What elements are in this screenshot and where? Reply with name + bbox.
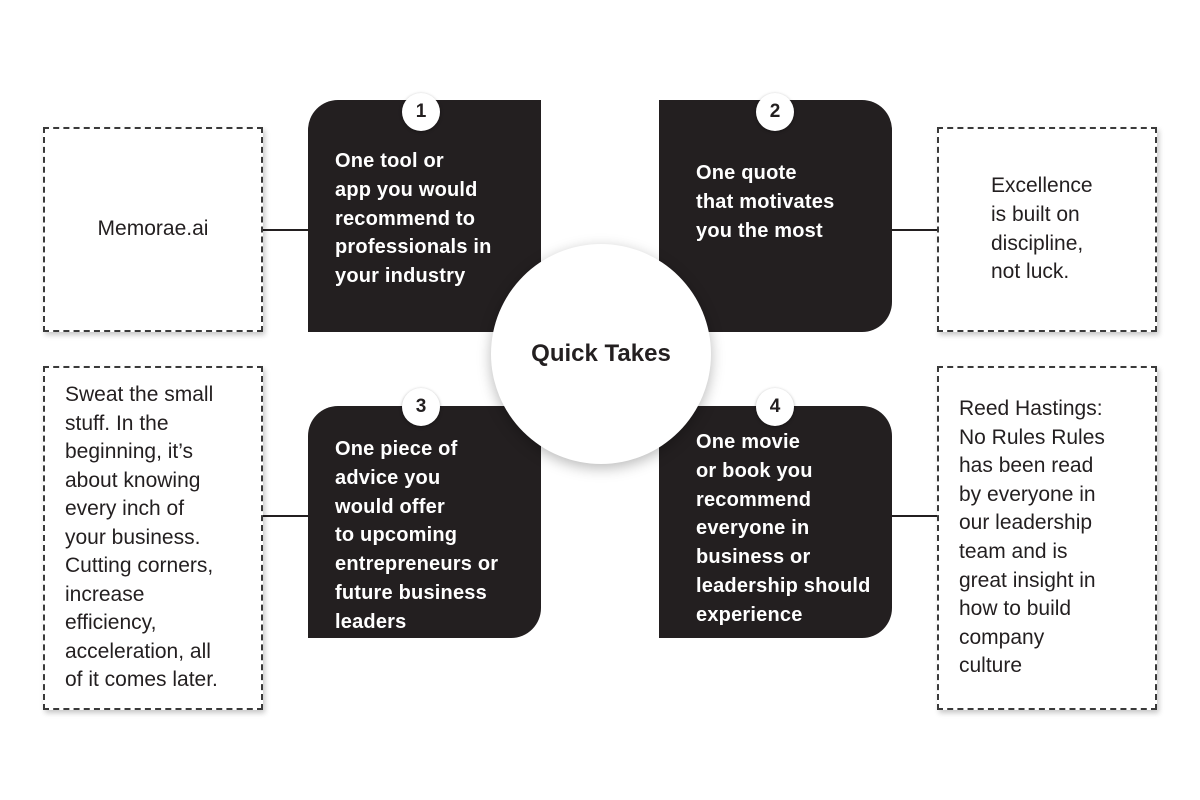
question-card-3: One piece of advice you would offer to u… <box>308 406 541 638</box>
answer-text-2: Excellence is built on discipline, not l… <box>991 174 1093 284</box>
center-title: Quick Takes <box>531 340 671 367</box>
number-badge-3: 3 <box>402 388 440 426</box>
question-card-4: One movie or book you recommend everyone… <box>659 406 892 638</box>
answer-box-4: Reed Hastings: No Rules Rules has been r… <box>937 366 1157 710</box>
answer-box-3: Sweat the small stuff. In the beginning,… <box>43 366 263 710</box>
question-text-3: One piece of advice you would offer to u… <box>335 438 499 633</box>
question-card-1: One tool or app you would recommend to p… <box>308 100 541 332</box>
answer-text-4: Reed Hastings: No Rules Rules has been r… <box>959 397 1105 678</box>
number-badge-4: 4 <box>756 388 794 426</box>
connector-1 <box>263 229 309 231</box>
question-card-2: One quote that motivates you the most <box>659 100 892 332</box>
number-badge-2: 2 <box>756 93 794 131</box>
connector-3 <box>263 515 309 517</box>
answer-box-1: Memorae.ai <box>43 127 263 332</box>
answer-text-3: Sweat the small stuff. In the beginning,… <box>65 382 218 692</box>
answer-text-1: Memorae.ai <box>97 217 209 241</box>
connector-4 <box>891 515 937 517</box>
center-circle: Quick Takes <box>491 244 711 464</box>
question-text-4: One movie or book you recommend everyone… <box>696 431 871 626</box>
connector-2 <box>891 229 937 231</box>
number-badge-1: 1 <box>402 93 440 131</box>
question-text-2: One quote that motivates you the most <box>696 162 835 242</box>
answer-box-2: Excellence is built on discipline, not l… <box>937 127 1157 332</box>
question-text-1: One tool or app you would recommend to p… <box>335 150 492 288</box>
